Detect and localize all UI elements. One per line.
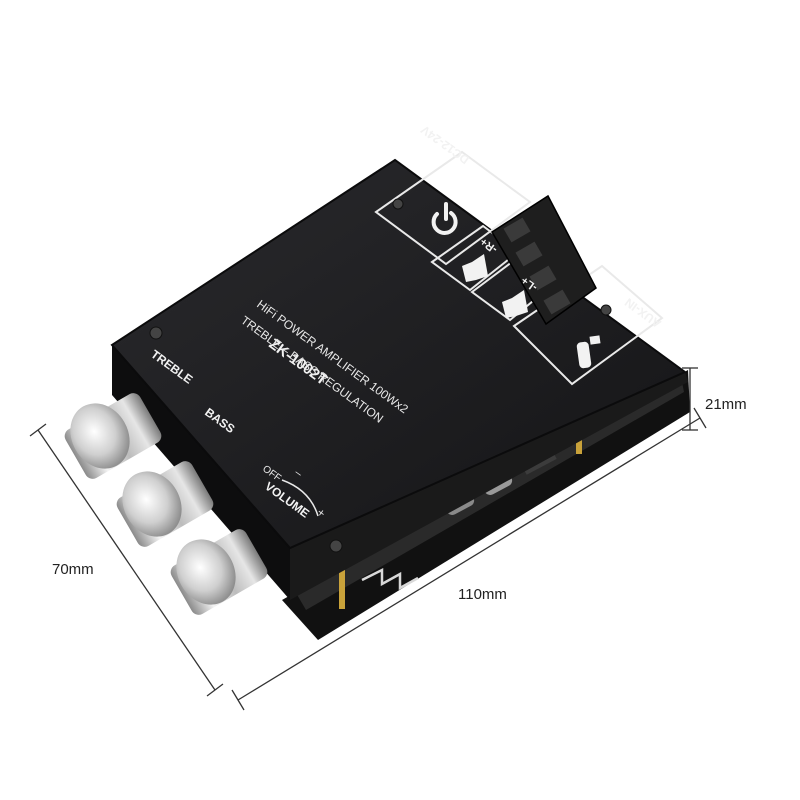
case-front-edge bbox=[290, 372, 688, 600]
audio-jack-icon bbox=[576, 335, 601, 369]
height-dimension-label: 21mm bbox=[705, 396, 747, 413]
length-dimension-label: 110mm bbox=[458, 586, 507, 603]
bass-knob bbox=[116, 461, 214, 547]
bluetooth-antenna-trace bbox=[361, 567, 419, 591]
speaker-icon-right bbox=[462, 254, 488, 282]
power-input-label: DC12-24V bbox=[418, 123, 472, 167]
volume-knob bbox=[170, 529, 268, 615]
width-dimension-label: 70mm bbox=[52, 561, 94, 578]
volume-arc bbox=[281, 479, 319, 517]
dimension-lines bbox=[29, 367, 707, 711]
power-icon bbox=[431, 202, 458, 235]
screws bbox=[149, 198, 612, 553]
speaker-icon-left bbox=[502, 290, 528, 318]
speaker-terminal-block bbox=[490, 194, 597, 326]
treble-knob bbox=[64, 393, 162, 479]
top-panel bbox=[110, 158, 687, 550]
